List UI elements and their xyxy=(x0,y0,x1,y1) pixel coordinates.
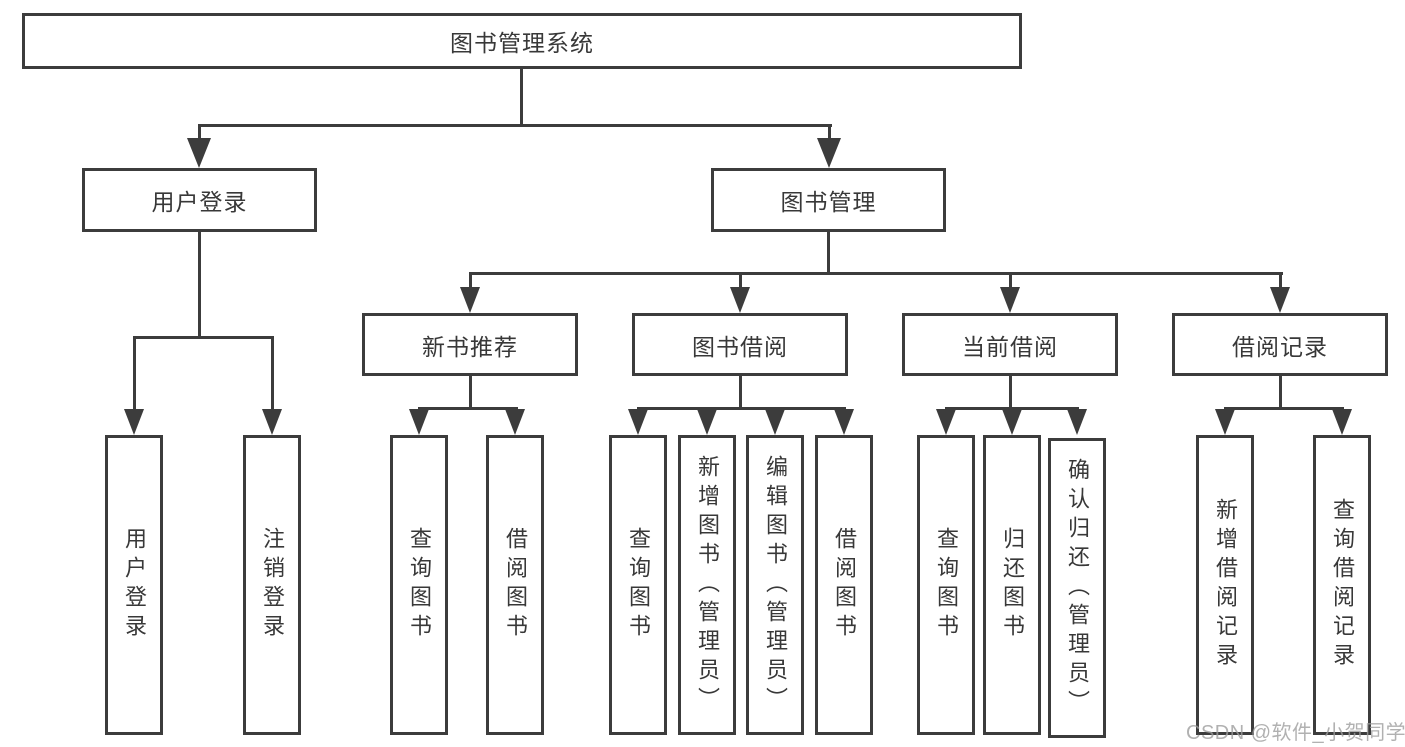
node-root: 图书管理系统 xyxy=(22,13,1022,69)
arrow-down-icon xyxy=(817,138,841,168)
connector-stem-module xyxy=(1009,272,1012,290)
leaf-label: 编辑图书（管理员） xyxy=(763,454,788,716)
leaf-records-add-record: 新增借阅记录 xyxy=(1196,435,1254,735)
connector-stem-module xyxy=(469,272,472,290)
arrow-down-icon xyxy=(936,409,956,435)
connector-current-drop xyxy=(1009,374,1012,410)
arrow-down-icon xyxy=(1332,409,1352,435)
leaf-label: 新增图书（管理员） xyxy=(695,454,720,716)
leaf-borrow-edit-books-admin: 编辑图书（管理员） xyxy=(746,435,804,735)
arrow-down-icon xyxy=(1215,409,1235,435)
connector-stem-module xyxy=(739,272,742,290)
node-user-login: 用户登录 xyxy=(82,168,317,232)
leaf-login-user-login: 用户登录 xyxy=(105,435,163,735)
connector-stem-module xyxy=(1279,272,1282,290)
leaf-current-return-books: 归还图书 xyxy=(983,435,1041,735)
leaf-label: 查询借阅记录 xyxy=(1330,498,1355,672)
leaf-login-logout: 注销登录 xyxy=(243,435,301,735)
arrow-down-icon xyxy=(124,409,144,435)
watermark-text: CSDN @软件_小贺同学 xyxy=(1186,722,1405,744)
node-label: 图书管理系统 xyxy=(450,30,594,56)
arrow-down-icon xyxy=(1270,287,1290,313)
node-label: 图书借阅 xyxy=(692,333,788,360)
leaf-current-confirm-return-admin: 确认归还（管理员） xyxy=(1048,438,1106,738)
arrow-down-icon xyxy=(834,409,854,435)
connector-login-drop xyxy=(198,230,201,339)
leaf-borrow-query-books: 查询图书 xyxy=(609,435,667,735)
connector-borrow-horizontal xyxy=(637,407,846,410)
connector-root-drop xyxy=(520,69,523,127)
leaf-label: 用户登录 xyxy=(122,527,147,643)
node-new-book-recommend: 新书推荐 xyxy=(362,313,578,376)
arrow-down-icon xyxy=(628,409,648,435)
connector-stem-user-login xyxy=(198,124,201,146)
leaf-label: 查询图书 xyxy=(407,527,432,643)
connector-stem-leaf xyxy=(133,336,136,411)
connector-records-horizontal xyxy=(1224,407,1344,410)
arrow-down-icon xyxy=(187,138,211,168)
connector-login-horizontal xyxy=(133,336,274,339)
node-label: 图书管理 xyxy=(780,189,877,215)
connector-borrow-drop xyxy=(739,374,742,410)
arrow-down-icon xyxy=(505,409,525,435)
leaf-borrow-add-books-admin: 新增图书（管理员） xyxy=(678,435,736,735)
leaf-label: 确认归还（管理员） xyxy=(1065,457,1090,719)
leaf-label: 借阅图书 xyxy=(503,527,528,643)
leaf-label: 归还图书 xyxy=(1000,527,1025,643)
arrow-down-icon xyxy=(262,409,282,435)
connector-stem-book-management xyxy=(828,124,831,146)
leaf-label: 注销登录 xyxy=(260,527,285,643)
node-label: 新书推荐 xyxy=(422,333,518,360)
arrow-down-icon xyxy=(460,287,480,313)
connector-recommend-drop xyxy=(469,374,472,410)
leaf-records-query-record: 查询借阅记录 xyxy=(1313,435,1371,735)
node-book-borrowing: 图书借阅 xyxy=(632,313,848,376)
leaf-label: 借阅图书 xyxy=(832,527,857,643)
leaf-label: 查询图书 xyxy=(934,527,959,643)
connector-stem-leaf xyxy=(271,336,274,411)
arrow-down-icon xyxy=(765,409,785,435)
connector-records-drop xyxy=(1279,374,1282,410)
leaf-label: 查询图书 xyxy=(626,527,651,643)
arrow-down-icon xyxy=(409,409,429,435)
node-book-management: 图书管理 xyxy=(711,168,946,232)
leaf-borrow-borrow-books: 借阅图书 xyxy=(815,435,873,735)
node-borrowing-records: 借阅记录 xyxy=(1172,313,1388,376)
arrow-down-icon xyxy=(1067,409,1087,435)
arrow-down-icon xyxy=(697,409,717,435)
arrow-down-icon xyxy=(1002,409,1022,435)
node-label: 当前借阅 xyxy=(962,333,1058,360)
connector-management-drop xyxy=(827,230,830,275)
node-label: 借阅记录 xyxy=(1232,333,1328,360)
leaf-label: 新增借阅记录 xyxy=(1213,498,1238,672)
leaf-current-query-books: 查询图书 xyxy=(917,435,975,735)
leaf-recommend-borrow-books: 借阅图书 xyxy=(486,435,544,735)
arrow-down-icon xyxy=(1000,287,1020,313)
connector-management-horizontal xyxy=(469,272,1283,275)
arrow-down-icon xyxy=(730,287,750,313)
connector-root-horizontal xyxy=(198,124,832,127)
node-label: 用户登录 xyxy=(151,189,248,215)
connector-recommend-horizontal xyxy=(418,407,518,410)
node-current-borrowing: 当前借阅 xyxy=(902,313,1118,376)
leaf-recommend-query-books: 查询图书 xyxy=(390,435,448,735)
